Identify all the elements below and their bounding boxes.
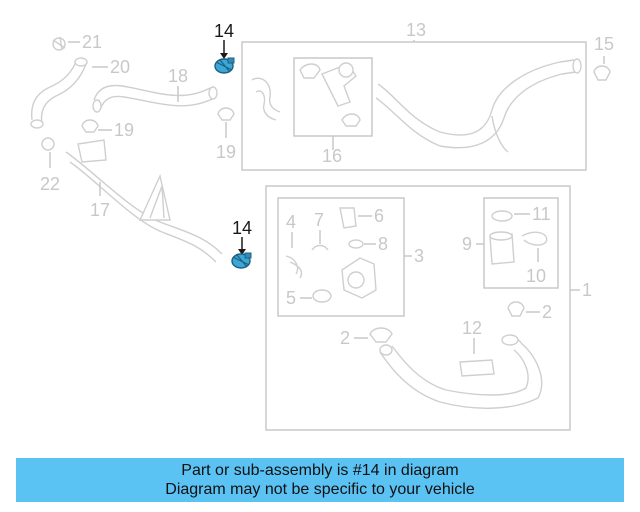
callout-12: 12 — [462, 318, 482, 338]
callout-10: 10 — [526, 266, 546, 286]
oring-5 — [312, 289, 332, 303]
callout-3: 3 — [414, 246, 424, 266]
callout-20: 20 — [110, 57, 130, 77]
flange-3 — [341, 257, 377, 299]
clip-10 — [521, 231, 548, 246]
callout-16: 16 — [322, 146, 342, 166]
clamp-15 — [593, 65, 611, 81]
thermostat-9 — [489, 231, 515, 265]
banner-line-1: Part or sub-assembly is #14 in diagram — [181, 462, 459, 479]
sensor-6 — [339, 207, 357, 229]
callout-4: 4 — [286, 212, 296, 232]
hose-20 — [30, 57, 88, 129]
callout-6: 6 — [374, 206, 384, 226]
clamp-14-top-highlighted — [214, 57, 235, 74]
callout-8: 8 — [378, 234, 388, 254]
clamp-19-left — [81, 119, 99, 133]
clamp-14-bottom-highlighted — [231, 252, 252, 269]
callout-14-top: 14 — [214, 21, 234, 41]
callout-7: 7 — [314, 210, 324, 230]
info-banner: Part or sub-assembly is #14 in diagram D… — [16, 458, 624, 502]
callout-5: 5 — [286, 288, 296, 308]
clamp-21 — [52, 36, 66, 51]
clamp-19-right — [217, 107, 235, 121]
clip-4 — [285, 255, 303, 279]
callout-19-left: 19 — [114, 120, 134, 140]
parts-diagram: 21 20 18 19 19 22 17 14 — [30, 20, 614, 431]
callout-22: 22 — [40, 174, 60, 194]
housing-16 — [299, 62, 361, 127]
callout-14-bottom: 14 — [232, 218, 252, 238]
bracket-12 — [459, 359, 495, 377]
callout-1: 1 — [582, 280, 592, 300]
callout-2-left: 2 — [340, 328, 350, 348]
oring-11 — [491, 210, 513, 222]
spring-clip-7 — [311, 244, 329, 251]
hose-lower — [379, 334, 543, 409]
callout-19-right: 19 — [216, 142, 236, 162]
callout-17: 17 — [90, 200, 110, 220]
callout-11: 11 — [532, 204, 551, 224]
group-box-3 — [277, 197, 405, 317]
hose-13 — [375, 58, 582, 153]
group-box-9 — [483, 197, 559, 289]
callout-9: 9 — [462, 234, 472, 254]
hose-small-13 — [251, 77, 281, 121]
oring-8 — [348, 239, 364, 249]
clamp-2-right — [507, 301, 525, 317]
hose-18 — [92, 84, 218, 113]
callout-2-right: 2 — [542, 302, 552, 322]
callout-13: 13 — [406, 20, 426, 40]
group-box-1 — [265, 185, 571, 431]
clamp-2-left — [369, 327, 393, 343]
clamp-22 — [41, 137, 55, 151]
banner-line-2: Diagram may not be specific to your vehi… — [165, 481, 475, 498]
callout-18: 18 — [168, 66, 188, 86]
pipe-17 — [65, 139, 223, 263]
callout-15: 15 — [594, 34, 614, 54]
callout-21: 21 — [82, 32, 102, 52]
